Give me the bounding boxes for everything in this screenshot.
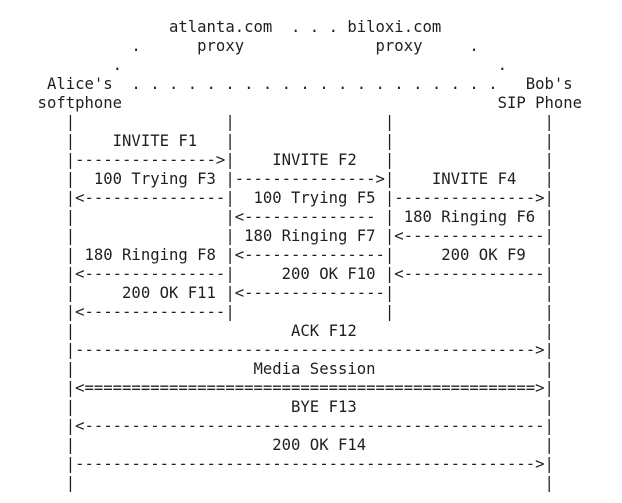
- diagram-line-ok-f14-arrow: |---------------------------------------…: [0, 455, 554, 473]
- diagram-line-invite-f1-arrow: |--------------->| INVITE F2 | |: [0, 151, 554, 169]
- diagram-line-trying-f5-arrow: | |<-------------- | 180 Ringing F6 |: [0, 208, 554, 226]
- diagram-line-endpoints: Alice's . . . . . . . . . . . . . . . . …: [0, 75, 573, 93]
- diagram-line-dots: . .: [0, 56, 507, 74]
- diagram-line-proxy-domains: atlanta.com . . . biloxi.com: [0, 18, 442, 36]
- diagram-line-ringing-f7-arrow: | 180 Ringing F8 |<---------------| 200 …: [0, 246, 554, 264]
- diagram-line-media-arrow: |<======================================…: [0, 379, 554, 397]
- diagram-line-bye-label: | BYE F13 |: [0, 398, 554, 416]
- diagram-line-lifelines: | | | |: [0, 113, 554, 131]
- diagram-line-ack-label: | ACK F12 |: [0, 322, 554, 340]
- diagram-line-proxy-labels: . proxy proxy .: [0, 37, 479, 55]
- diagram-line-endpoint-types: softphone SIP Phone: [0, 94, 583, 112]
- diagram-line-ok-f9-arrow: |<---------------| 200 OK F10 |<--------…: [0, 265, 554, 283]
- diagram-line-ok-f11-arrow: |<---------------| | |: [0, 303, 554, 321]
- diagram-line-ok-f14-label: | 200 OK F14 |: [0, 436, 554, 454]
- diagram-line-invite-f1-label: | INVITE F1 | | |: [0, 132, 554, 150]
- diagram-line-invite-f2-arrow: | 100 Trying F3 |--------------->| INVIT…: [0, 170, 554, 188]
- diagram-line-ack-arrow: |---------------------------------------…: [0, 341, 554, 359]
- diagram-line-ok-f10-arrow: | 200 OK F11 |<---------------| |: [0, 284, 554, 302]
- ascii-diagram: atlanta.com . . . biloxi.com . proxy pro…: [0, 18, 583, 493]
- diagram-line-bye-arrow: |<--------------------------------------…: [0, 417, 554, 435]
- diagram-line-lifeline-end: | |: [0, 474, 554, 492]
- diagram-line-ringing-f6-arrow: | | 180 Ringing F7 |<---------------|: [0, 227, 554, 245]
- diagram-line-trying-f3-arrow: |<---------------| 100 Trying F5 |------…: [0, 189, 554, 207]
- diagram-line-media-label: | Media Session |: [0, 360, 554, 378]
